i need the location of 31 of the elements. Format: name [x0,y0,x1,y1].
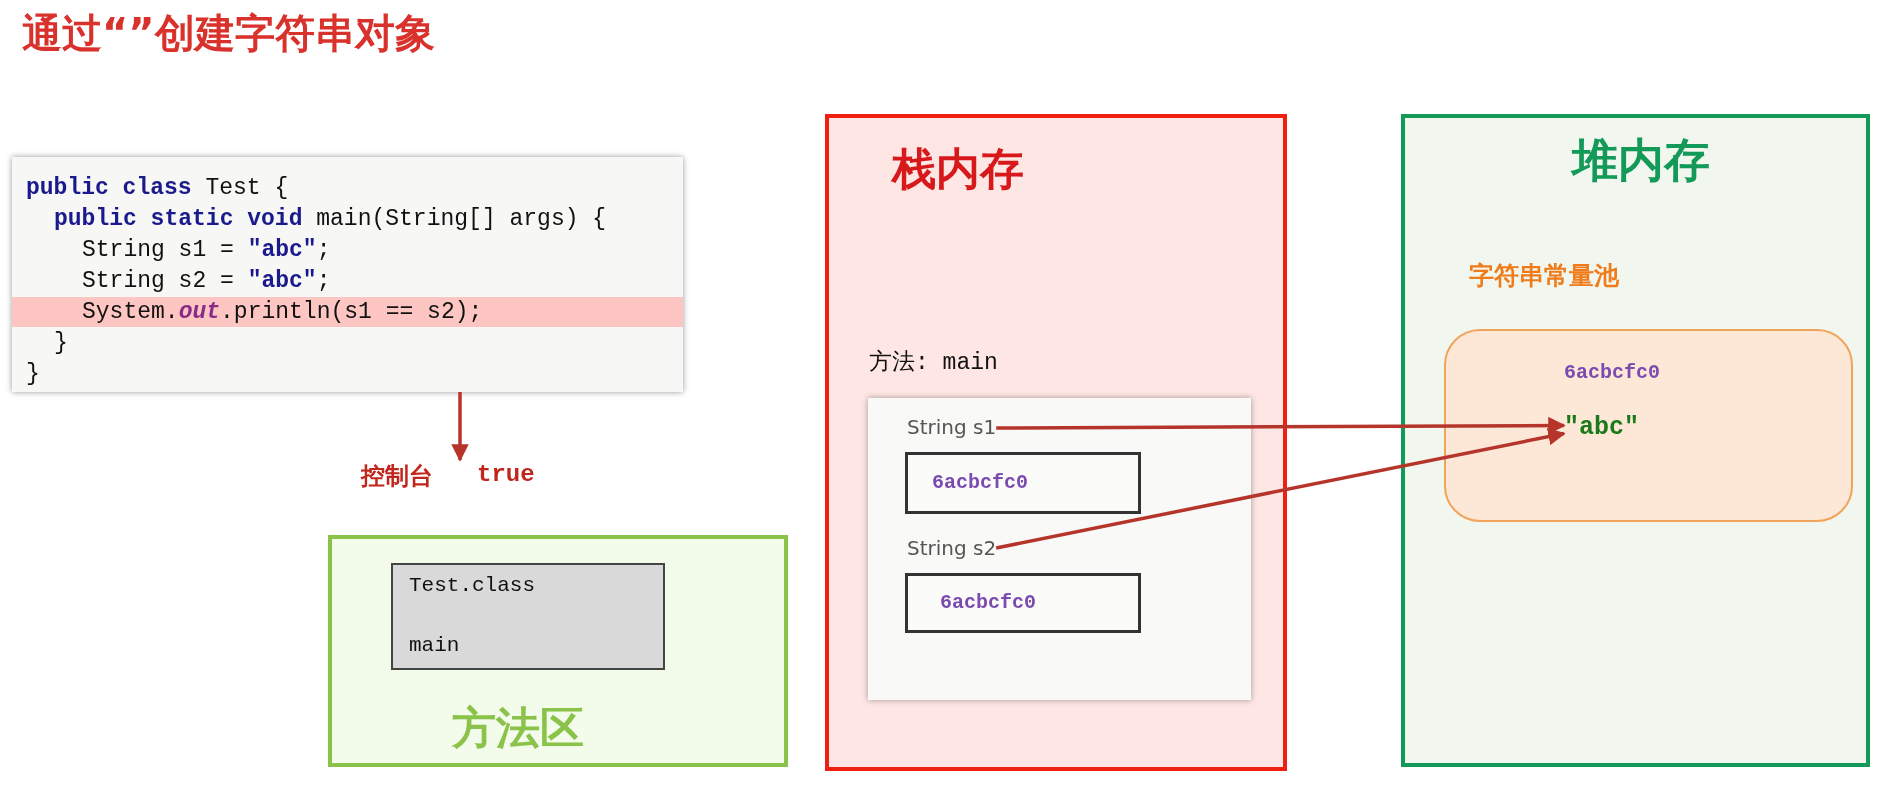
value-box [905,573,1141,633]
code-line: } [53,329,69,358]
panel-heading: 栈内存 [892,142,1024,196]
pool-heading: 字符串常量池 [1469,260,1619,292]
heap-memory-panel [1401,114,1870,767]
console-label: 控制台 [361,461,433,492]
code-line: } [25,360,41,389]
address-text: 6acbcfc0 [940,591,1036,614]
panel-heading: 堆内存 [1572,132,1710,189]
code-line: public static void main(String[] args) { [53,205,608,234]
code-line: public class Test { [25,174,290,203]
method-area-panel [328,535,788,767]
address-text: 6acbcfc0 [1564,361,1660,384]
value-box [905,452,1141,514]
variable-label: String s2 [907,536,997,560]
method-text: main [409,634,460,657]
frame-heading: 方法: main [869,348,998,377]
address-text: 6acbcfc0 [932,471,1028,494]
arrow [995,428,1566,550]
code-line: String s2 = "abc"; [81,267,332,296]
string-literal: "abc" [1564,413,1639,442]
code-line: String s1 = "abc"; [81,236,332,265]
panel-heading: 方法区 [452,701,584,755]
class-text: Test.class [409,574,536,597]
code-panel [12,157,683,392]
output-value: true [477,461,535,488]
arrow [451,392,469,462]
slide-title: 通过“”创建字符串对象 [22,9,435,58]
stack-memory-panel [825,114,1287,771]
variable-label: String s1 [907,415,997,439]
class-box [391,563,665,670]
